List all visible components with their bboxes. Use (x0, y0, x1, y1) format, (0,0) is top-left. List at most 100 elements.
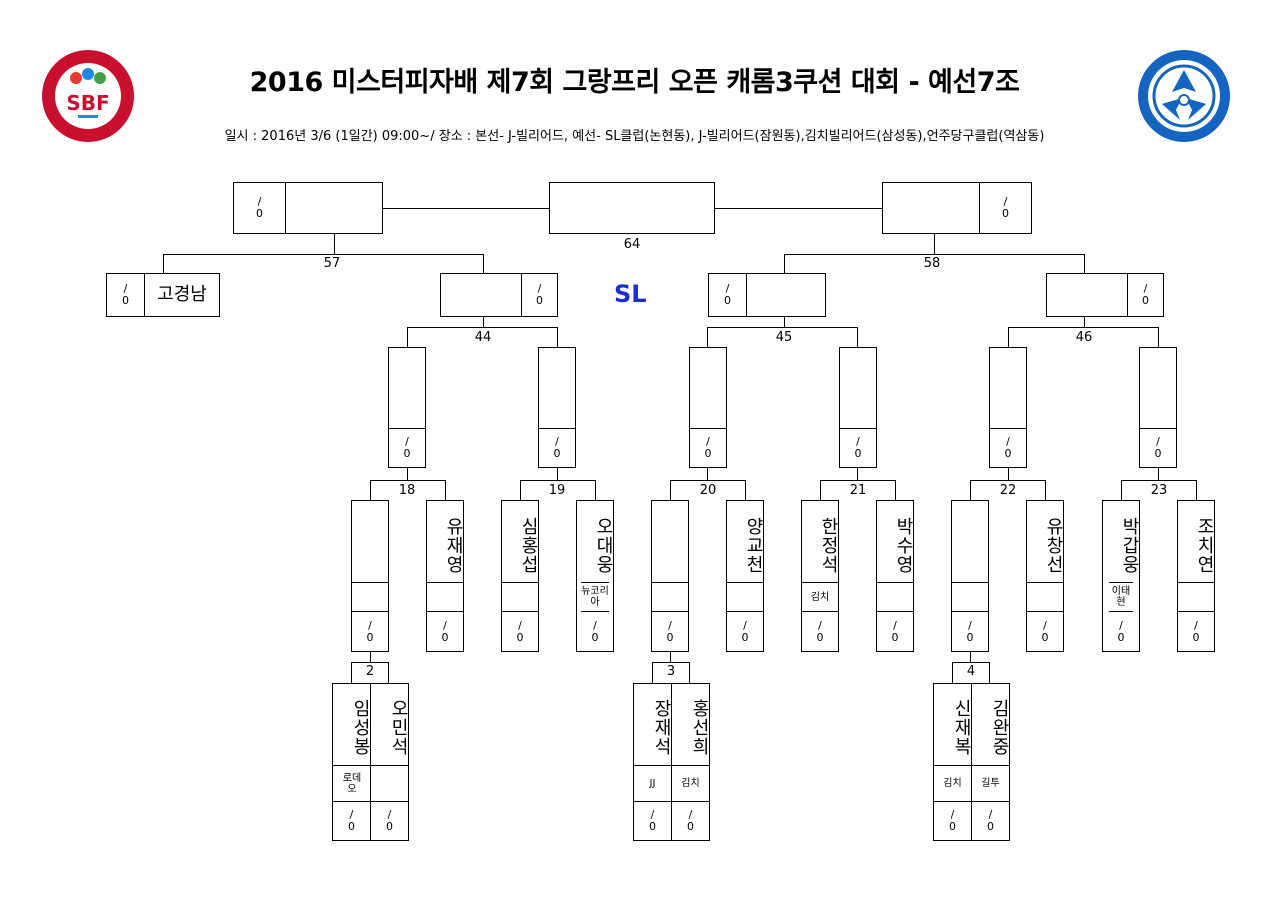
player-name: 신재복 (951, 698, 972, 756)
match-number: 46 (1075, 330, 1093, 345)
match-number: 44 (474, 330, 492, 345)
score-cell: /0 (234, 183, 286, 233)
score-cell: /0 (840, 428, 876, 467)
sbf-logo: SBF (40, 48, 136, 144)
player-slot: 박수영 /0 (876, 500, 914, 652)
player-name: 박수영 (893, 516, 914, 574)
page-title: 2016 미스터피자배 제7회 그랑프리 오픈 캐롬3쿠션 대회 - 예선7조 (249, 67, 1020, 98)
player-slot: 조치연 /0 (1177, 500, 1215, 652)
club-name: 김치 (943, 778, 962, 789)
player-slot: /0 고경남 (106, 273, 220, 317)
score-cell: /0 (666, 618, 674, 644)
score-cell: /0 (949, 808, 956, 833)
score-cell: /0 (649, 808, 656, 833)
player-slot: /0 (989, 347, 1027, 468)
player-name: 심홍섭 (518, 516, 539, 574)
match-number: 19 (548, 483, 566, 498)
player-slot: /0 (440, 273, 558, 317)
player-slot: /0 (708, 273, 826, 317)
score-cell: /0 (741, 618, 749, 644)
score-cell: /0 (987, 808, 994, 833)
match-number: 20 (699, 483, 717, 498)
player-name: 유재영 (443, 516, 464, 574)
player-name: 한정석 (818, 516, 839, 574)
match-number: 21 (849, 483, 867, 498)
score-cell: /0 (709, 274, 747, 316)
club-name: 이태현 (1109, 582, 1133, 612)
score-cell: /0 (1140, 428, 1176, 467)
player-slot: /0 (651, 500, 689, 652)
match-number: 3 (666, 664, 676, 679)
player-name: 홍선희 (689, 698, 710, 756)
score-cell: /0 (366, 618, 374, 644)
score-cell: /0 (441, 618, 449, 644)
player-name: 조치연 (1194, 516, 1215, 574)
match-number: 23 (1150, 483, 1168, 498)
player-slot: /0 (538, 347, 576, 468)
venue-label: SL (614, 280, 647, 308)
player-name: 임성봉 (350, 698, 371, 756)
player-name: 고경남 (157, 284, 207, 305)
score-cell: /0 (591, 618, 599, 644)
player-slot: /0 (351, 500, 389, 652)
score-cell: /0 (1041, 618, 1049, 644)
player-slot: 심홍섭 /0 (501, 500, 539, 652)
player-slot: /0 (839, 347, 877, 468)
match-number: 45 (775, 330, 793, 345)
score-cell: /0 (1192, 618, 1200, 644)
club-name: 뉴코리아 (581, 582, 609, 612)
player-name: 박갑웅 (1119, 516, 1140, 574)
match-number: 64 (623, 237, 641, 252)
score-cell: /0 (690, 428, 726, 467)
score-cell: /0 (990, 428, 1026, 467)
club-name: 김치 (681, 778, 700, 789)
final-center-slot (549, 182, 715, 234)
score-cell: /0 (386, 808, 393, 833)
player-name: 장재석 (651, 698, 672, 756)
player-slot: 오대웅 뉴코리아 /0 (576, 500, 614, 652)
match-pair-3: 장재석 홍선희 JJ 김치 /0 /0 (633, 683, 710, 841)
player-name: 오민석 (388, 698, 409, 756)
player-name: 오대웅 (593, 516, 614, 574)
final-right-slot: /0 (882, 182, 1032, 234)
score-cell: /0 (516, 618, 524, 644)
score-cell: /0 (687, 808, 694, 833)
score-cell: /0 (348, 808, 355, 833)
score-cell: /0 (966, 618, 974, 644)
match-pair-4: 신재복 김완중 김치 길투 /0 /0 (933, 683, 1010, 841)
match-number: 58 (923, 256, 941, 271)
match-number: 4 (966, 664, 976, 679)
score-cell: /0 (107, 274, 145, 316)
club-name: 로데오 (342, 772, 362, 795)
score-cell: /0 (539, 428, 575, 467)
sbf-logo-text: SBF (66, 91, 109, 115)
club-name: JJ (649, 778, 656, 789)
player-slot: /0 (388, 347, 426, 468)
player-slot: 한정석 김치 /0 (801, 500, 839, 652)
player-slot: /0 (689, 347, 727, 468)
final-left-slot: /0 (233, 182, 383, 234)
player-slot: /0 (1139, 347, 1177, 468)
player-name: 유창선 (1043, 516, 1064, 574)
score-cell: /0 (1117, 618, 1125, 644)
player-slot: /0 (951, 500, 989, 652)
score-cell: /0 (389, 428, 425, 467)
event-info: 일시 : 2016년 3/6 (1일간) 09:00~/ 장소 : 본선- J-… (224, 129, 1045, 144)
player-slot: 유재영 /0 (426, 500, 464, 652)
match-number: 22 (999, 483, 1017, 498)
player-slot: /0 (1046, 273, 1164, 317)
score-cell: /0 (891, 618, 899, 644)
score-cell: /0 (979, 183, 1031, 233)
player-name: 김완중 (989, 698, 1010, 756)
score-cell: /0 (816, 618, 824, 644)
player-slot: 박갑웅 이태현 /0 (1102, 500, 1140, 652)
score-cell: /0 (521, 274, 557, 316)
club-name: 김치 (802, 582, 838, 612)
club-name: 길투 (981, 778, 1000, 789)
match-number: 57 (323, 256, 341, 271)
player-name: 양교천 (743, 516, 764, 574)
match-pair-2: 임성봉 오민석 로데오 /0 /0 (332, 683, 409, 841)
score-cell: /0 (1127, 274, 1163, 316)
seoul-sports-council-logo (1136, 48, 1232, 144)
player-slot: 양교천 /0 (726, 500, 764, 652)
